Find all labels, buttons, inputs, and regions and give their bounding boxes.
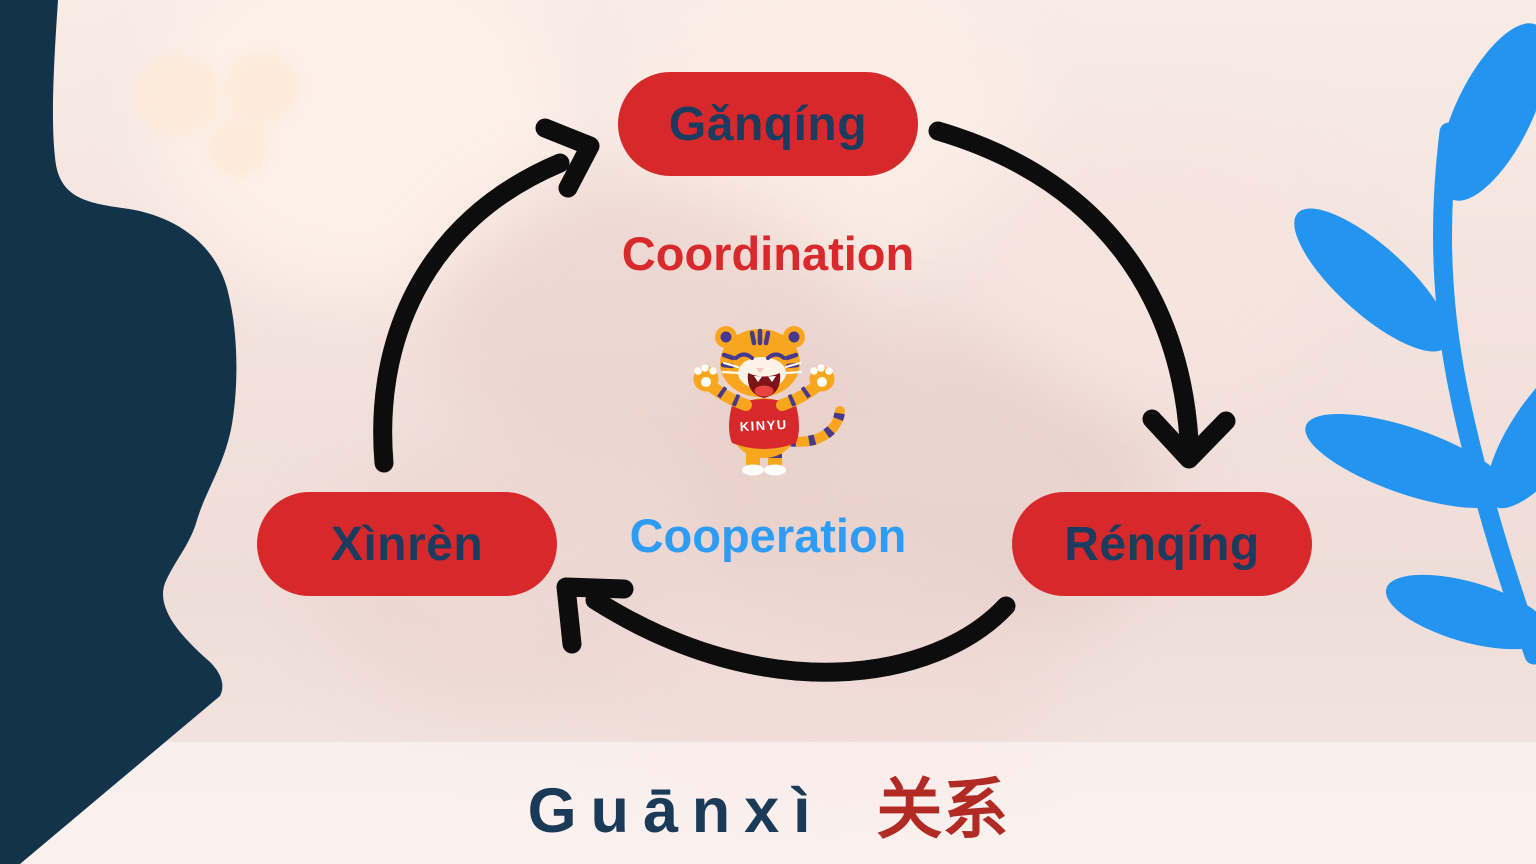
tiger-ear-inner — [788, 331, 800, 343]
bokeh-circle — [226, 52, 298, 122]
tiger-finger — [694, 367, 702, 375]
tiger-arm-stripes — [710, 381, 741, 407]
tiger-whiskers — [721, 361, 803, 375]
plant-leaf — [1439, 23, 1536, 201]
node-ganqing: Gǎnqíng — [618, 72, 918, 176]
tiger-finger — [709, 367, 717, 375]
node-renqing-label: Rénqíng — [1064, 517, 1260, 571]
tiger-paw-pad — [817, 377, 827, 387]
tiger-tooth — [768, 376, 776, 382]
tiger-nose — [756, 368, 764, 373]
tiger-finger — [817, 364, 825, 372]
tiger-finger — [701, 364, 709, 372]
plant-leaf — [1486, 347, 1536, 509]
tiger-finger — [825, 367, 833, 375]
bokeh-circle — [208, 118, 268, 176]
tiger-foot — [742, 464, 764, 476]
tiger-paw-pad — [701, 377, 711, 387]
arrowhead-down — [1142, 409, 1236, 469]
plant-leaf — [1385, 574, 1536, 650]
node-xinren: Xìnrèn — [257, 492, 557, 596]
node-ganqing-label: Gǎnqíng — [668, 97, 868, 151]
tiger-tooth — [754, 376, 762, 382]
bokeh-circle — [135, 55, 219, 135]
title-pinyin: Guānxì — [527, 776, 825, 846]
tiger-mascot: KINYU — [693, 326, 846, 476]
tiger-eye-right — [766, 352, 786, 360]
tiger-arm-stripes — [787, 381, 818, 407]
tiger-tongue — [754, 385, 774, 397]
tiger-eye-left — [734, 352, 754, 360]
relation-cooperation: Cooperation — [629, 509, 907, 562]
node-renqing: Rénqíng — [1012, 492, 1312, 596]
slide-title: Guānxì 关系 — [0, 756, 1536, 852]
relation-coordination: Coordination — [621, 227, 915, 280]
node-xinren-label: Xìnrèn — [330, 517, 484, 571]
tiger-finger — [810, 367, 818, 375]
title-hanzi: 关系 — [876, 772, 1009, 846]
title-band — [0, 742, 1536, 864]
tiger-tail-stripes — [789, 409, 846, 447]
tiger-shirt — [729, 399, 799, 449]
tiger-foot — [764, 464, 786, 476]
tiger-ear-inner — [720, 331, 732, 343]
plant-stem — [1433, 122, 1536, 665]
tiger-shirt-text: KINYU — [739, 417, 788, 434]
